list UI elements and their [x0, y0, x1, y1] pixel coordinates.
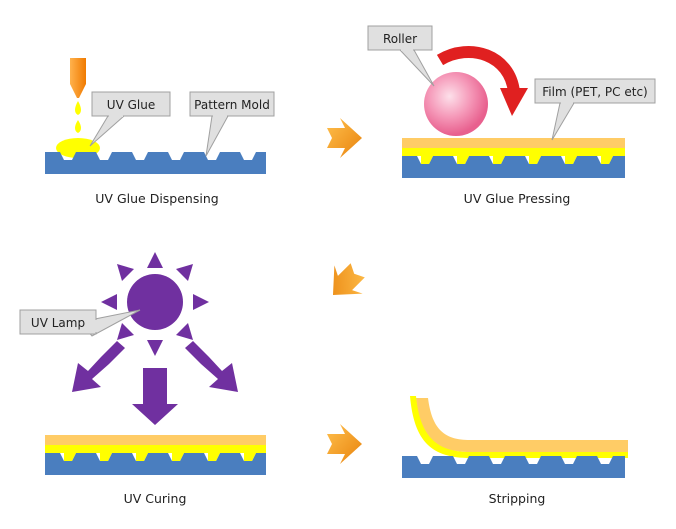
caption-curing: UV Curing — [123, 491, 187, 506]
glue-layer — [402, 148, 625, 156]
roller-icon — [424, 72, 488, 136]
step-dispensing: UV Glue Pattern Mold — [45, 58, 275, 174]
glue-fill — [421, 156, 613, 164]
callout-uv-glue-label: UV Glue — [107, 98, 155, 112]
flow-arrow-icon — [327, 118, 362, 158]
glue-fill — [64, 453, 256, 461]
callout-roller: Roller — [367, 25, 435, 87]
callout-roller-label: Roller — [383, 32, 417, 46]
uv-lamp-icon — [72, 252, 238, 425]
flow-arrow-icon — [327, 424, 362, 464]
rotation-arrow-icon — [436, 46, 528, 116]
film-peeled — [416, 398, 628, 452]
step-pressing: Roller Film (PET, PC etc) — [367, 25, 656, 178]
callout-film-label: Film (PET, PC etc) — [542, 85, 647, 99]
caption-pressing: UV Glue Pressing — [463, 191, 571, 206]
callout-uv-lamp: UV Lamp — [19, 309, 141, 337]
glue-layer — [45, 445, 266, 453]
callout-uv-glue: UV Glue — [89, 91, 171, 147]
pattern-mold — [402, 156, 625, 178]
glue-droplet-icon — [75, 101, 81, 133]
step-curing: UV Lamp — [19, 252, 266, 475]
caption-dispensing: UV Glue Dispensing — [95, 191, 219, 206]
pattern-mold — [402, 456, 625, 478]
film-layer — [45, 435, 266, 445]
callout-uv-lamp-label: UV Lamp — [31, 316, 85, 330]
step-stripping — [402, 396, 628, 478]
callout-pattern-mold-label: Pattern Mold — [194, 98, 270, 112]
pattern-mold — [45, 152, 266, 174]
callout-film: Film (PET, PC etc) — [534, 78, 656, 141]
film-layer — [402, 138, 625, 148]
flow-arrow-icon — [332, 263, 365, 296]
pattern-mold — [45, 453, 266, 475]
dispenser-nozzle-icon — [70, 58, 86, 98]
callout-pattern-mold: Pattern Mold — [189, 91, 275, 157]
caption-stripping: Stripping — [488, 491, 546, 506]
